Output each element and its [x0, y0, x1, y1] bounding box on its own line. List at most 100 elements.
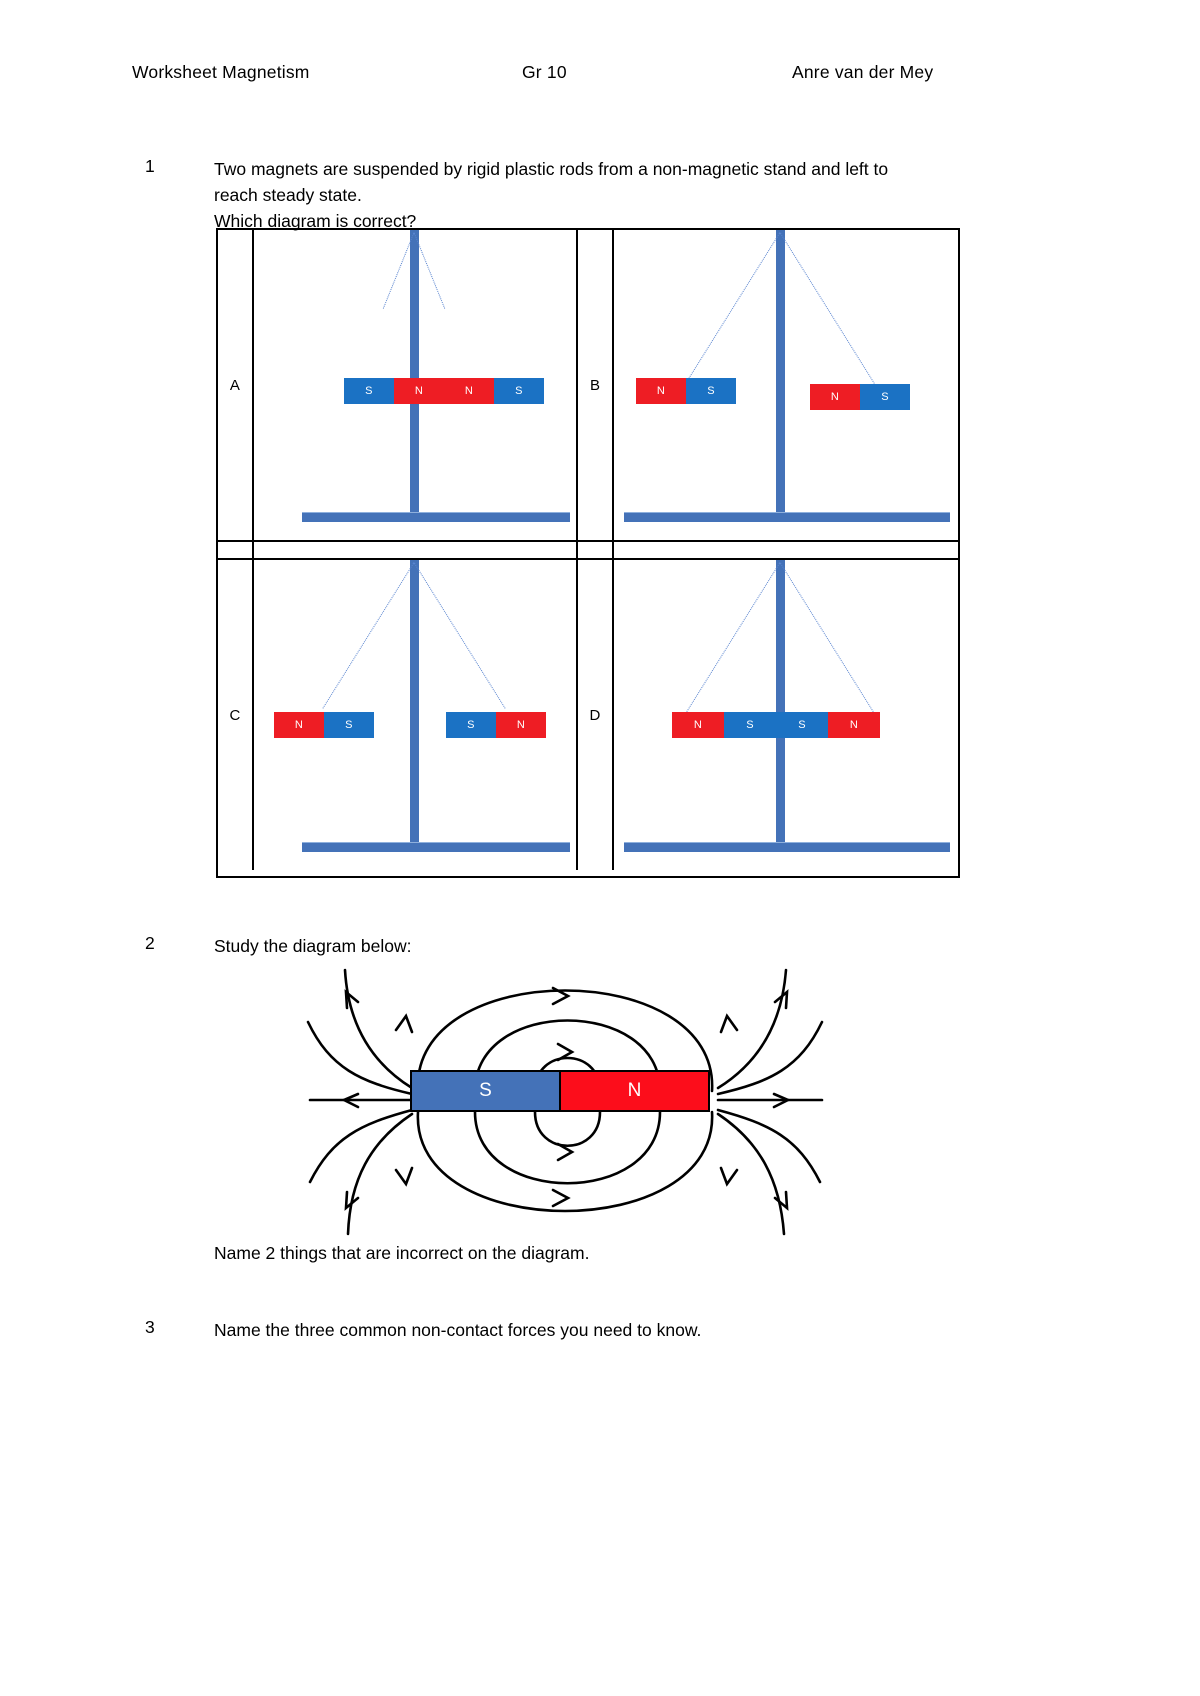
- question-1-number: 1: [145, 156, 155, 176]
- suspension-thread-right: [779, 562, 875, 714]
- option-b-diagram[interactable]: N S N S: [614, 230, 958, 540]
- pole-label: N: [273, 712, 324, 738]
- option-c-label: C: [218, 560, 254, 870]
- bar-magnet-south-pole: S: [412, 1072, 561, 1110]
- pole-label: S: [343, 378, 394, 404]
- header-title: Worksheet Magnetism: [132, 62, 310, 82]
- magnet-b-right: N S: [809, 384, 910, 410]
- field-line-inner-bottom: [533, 1110, 602, 1147]
- pole-label: N: [809, 384, 860, 410]
- magnet-c-right: S N: [445, 712, 546, 738]
- bar-magnet: S N: [410, 1070, 710, 1112]
- field-line-outer-top: [416, 989, 714, 1093]
- field-line-right-upper: [716, 968, 788, 1090]
- pole-label: S: [323, 712, 374, 738]
- field-line-outer-bottom: [416, 1110, 714, 1213]
- field-line-mid-top: [473, 1019, 662, 1093]
- field-line-left-lower: [346, 1112, 414, 1236]
- suspension-thread-right: [779, 232, 875, 384]
- magnet-a-left: S N: [343, 378, 444, 404]
- field-line-left-upper: [343, 968, 414, 1090]
- option-a-label: A: [218, 230, 254, 540]
- stand-post: [775, 560, 785, 842]
- field-line-mid-bottom: [473, 1110, 662, 1185]
- option-d-diagram[interactable]: N S S N: [614, 560, 958, 870]
- divider-cell-c: [578, 542, 614, 558]
- field-line-right-upper-2: [716, 1020, 824, 1096]
- arrowhead-inner-top: [556, 1042, 575, 1062]
- pole-label: S: [445, 712, 496, 738]
- pole-label: N: [495, 712, 546, 738]
- question-3-line-1: Name the three common non-contact forces…: [214, 1320, 702, 1340]
- magnet-d-right: S N: [775, 712, 880, 738]
- question-2-text: Study the diagram below:: [214, 933, 411, 959]
- arrowhead-left-lower: [394, 1166, 414, 1187]
- stand-base: [623, 512, 950, 522]
- options-row-bottom: C N S S N D: [218, 560, 958, 870]
- divider-cell-d: [614, 542, 958, 558]
- options-row-top: A S N N S B: [218, 230, 958, 540]
- arrowhead-left-upper: [394, 1013, 414, 1034]
- arrowhead-right-upper-2: [773, 989, 789, 1010]
- question-1-line-2: reach steady state.: [214, 185, 362, 205]
- option-b-label: B: [578, 230, 614, 540]
- question-1-line-1: Two magnets are suspended by rigid plast…: [214, 159, 889, 179]
- arrowhead-right-lower: [719, 1166, 739, 1187]
- arrowhead-left-horizontal: [340, 1092, 360, 1109]
- arrowhead-right-horizontal: [772, 1092, 792, 1109]
- magnet-a-right: N S: [443, 378, 544, 404]
- arrowhead-right-upper: [719, 1013, 739, 1034]
- divider-cell-a: [218, 542, 254, 558]
- pole-label: N: [393, 378, 444, 404]
- pole-label: S: [859, 384, 910, 410]
- stand-base: [301, 512, 570, 522]
- option-a-diagram[interactable]: S N N S: [254, 230, 579, 540]
- option-d-label: D: [578, 560, 614, 870]
- question-2-followup: Name 2 things that are incorrect on the …: [214, 1243, 590, 1263]
- pole-label: S: [493, 378, 544, 404]
- suspension-thread-left: [685, 562, 781, 714]
- pole-label: N: [635, 378, 686, 404]
- stand-base: [623, 842, 950, 852]
- arrowhead-left-upper-2: [344, 989, 360, 1010]
- magnet-d-left: N S: [671, 712, 776, 738]
- field-line-right-lower: [716, 1112, 786, 1236]
- pole-label: S: [685, 378, 736, 404]
- arrowhead-right-lower-2: [773, 1190, 789, 1211]
- stand-base: [301, 842, 570, 852]
- question-2-line-1: Study the diagram below:: [214, 936, 412, 956]
- stand-post: [775, 230, 785, 512]
- question-1-text: Two magnets are suspended by rigid plast…: [214, 156, 888, 234]
- header-author: Anre van der Mey: [792, 62, 934, 82]
- question-3-number: 3: [145, 1317, 155, 1337]
- bar-magnet-north-pole: N: [561, 1072, 708, 1110]
- pole-label: S: [775, 712, 828, 738]
- magnet-c-left: N S: [273, 712, 374, 738]
- pole-label: N: [671, 712, 724, 738]
- arrowhead-mid-top: [551, 986, 571, 1006]
- magnetic-field-diagram: S N: [300, 952, 920, 1252]
- pole-label: N: [443, 378, 494, 404]
- header-grade: Gr 10: [522, 62, 567, 82]
- suspension-thread-left: [685, 232, 781, 384]
- arrowhead-left-lower-2: [344, 1190, 360, 1211]
- stand-post: [409, 560, 419, 842]
- options-divider-row: [218, 540, 958, 560]
- suspension-thread-left: [322, 562, 415, 709]
- options-table: A S N N S B: [216, 228, 960, 878]
- question-2-number: 2: [145, 933, 155, 953]
- field-lines-svg: [306, 968, 824, 1236]
- divider-cell-b: [254, 542, 579, 558]
- pole-label: N: [827, 712, 880, 738]
- magnet-b-left: N S: [635, 378, 736, 404]
- pole-label: S: [723, 712, 776, 738]
- stand-post: [409, 230, 419, 512]
- arrowhead-mid-bottom: [551, 1188, 571, 1208]
- field-line-left-upper-2: [306, 1020, 414, 1096]
- option-c-diagram[interactable]: N S S N: [254, 560, 579, 870]
- field-line-left-lower-2: [308, 1108, 414, 1184]
- document-header: Worksheet Magnetism Gr 10 Anre van der M…: [132, 62, 980, 83]
- question-1-line-3: Which diagram is correct?: [214, 211, 417, 231]
- question-3-text: Name the three common non-contact forces…: [214, 1317, 701, 1343]
